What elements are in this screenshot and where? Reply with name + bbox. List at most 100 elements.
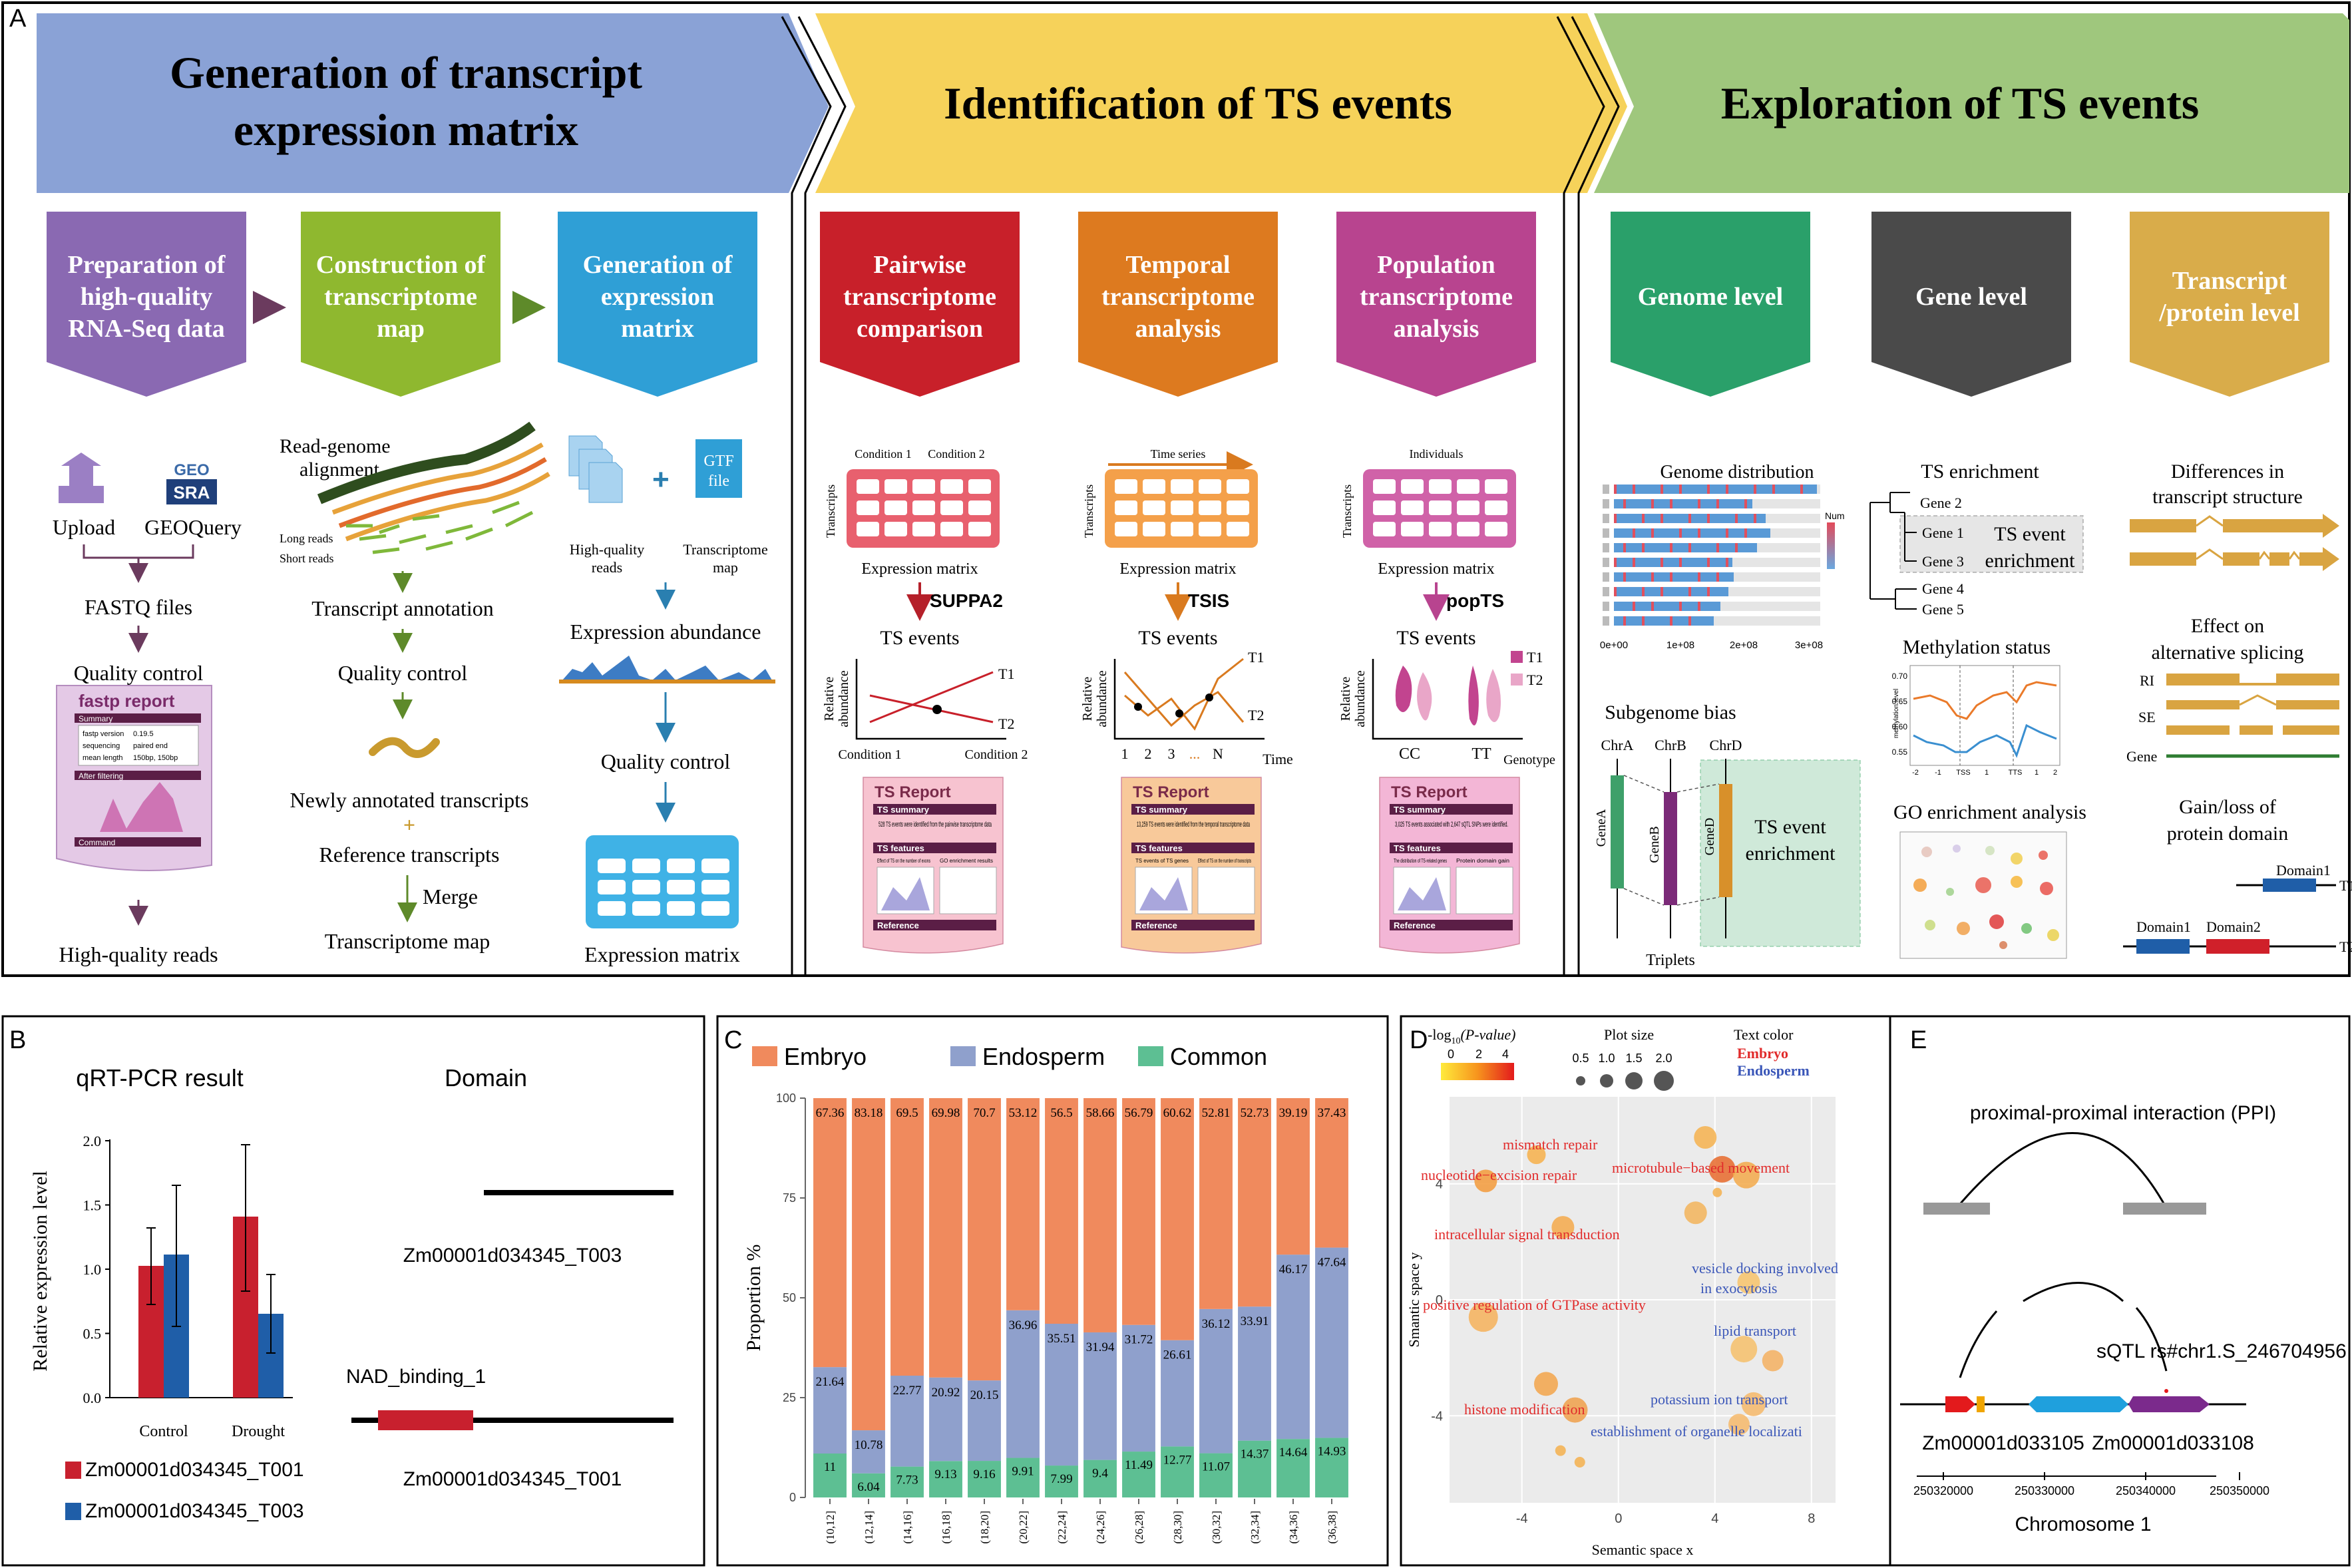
chr-hot: [1642, 616, 1645, 626]
gene-b-label: GeneB: [1647, 826, 1662, 863]
triplet-links: [1623, 775, 1720, 906]
t003-label: Zm00001d034345_T003: [403, 1245, 622, 1267]
tsis-cross: [1205, 693, 1213, 701]
step-box-5: [1078, 212, 1278, 397]
d-xtick-2: 4: [1711, 1511, 1718, 1526]
ts-matrix-cell: [1457, 500, 1479, 515]
domain-title: Domain: [445, 1064, 527, 1091]
bar-common-10: [1199, 1453, 1233, 1497]
report-features-1: TS features: [877, 843, 924, 853]
legend-t001: Zm00001d034345_T001: [85, 1459, 304, 1481]
col1: Upload GEO SRA GEOQuery FASTQ files Qual…: [53, 453, 242, 966]
pval-sub: 10: [1451, 1036, 1460, 1046]
chr-hot: [1651, 572, 1654, 582]
bar-common-11: [1238, 1440, 1271, 1497]
ts1-t1: T1: [998, 666, 1014, 682]
bar-common-13: [1315, 1438, 1348, 1497]
ts-matrix-cell: [968, 479, 991, 494]
chr-hot: [1707, 485, 1710, 494]
chr-index: [1603, 587, 1609, 596]
size-3: 2.0: [1655, 1052, 1672, 1065]
report-ref-bar-1: [873, 920, 996, 930]
enrich-line2: enrichment: [1746, 843, 1836, 865]
bar-embryo-13: [1315, 1098, 1348, 1248]
c-ytick-100: 100: [776, 1091, 796, 1105]
expression-matrix-icon: [586, 835, 739, 928]
c-xtick-5: (20,22]: [1017, 1511, 1030, 1544]
ts-matrix-cell: [884, 500, 907, 515]
coord-tick-4: 250350000: [2210, 1484, 2269, 1497]
meth-ytick-3: 0.60: [1892, 722, 1908, 731]
time-tick-3: 3: [1168, 745, 1175, 762]
sra-logo: [166, 479, 217, 504]
coord-tick-2: 250330000: [2015, 1484, 2074, 1497]
qrt-x-control: Control: [139, 1423, 188, 1440]
t2-line: [869, 694, 994, 723]
meth-ytick-2: 0.65: [1892, 697, 1908, 706]
ts-axes-1: [855, 659, 1006, 740]
meth-ytick-4: 0.55: [1892, 747, 1908, 757]
sqtl-label: sQTL rs#chr1.S_246704956: [2096, 1340, 2347, 1362]
gene-box-line2: enrichment: [1985, 550, 2076, 572]
d-xtick-0: -4: [1516, 1511, 1528, 1526]
gene-4-label: Gene 4: [1922, 580, 1964, 597]
legend-endosperm: Endosperm: [982, 1043, 1105, 1070]
cond-a: Condition 1: [838, 747, 901, 762]
separator-1: [781, 16, 832, 976]
label-embryo-4: 70.7: [973, 1106, 995, 1120]
go-bubble: [1921, 847, 1932, 857]
tool-3: popTS: [1446, 590, 1504, 611]
gene1-label: Zm00001d033105: [1922, 1432, 2084, 1454]
bar-embryo-6: [1045, 1098, 1078, 1324]
gene-enrich-box: [1899, 515, 2084, 573]
legend-swatch-t003: [65, 1503, 81, 1520]
chr-hot: [1614, 587, 1617, 596]
go-term-6: in exocytosis: [1700, 1280, 1778, 1296]
go-term-11: establishment of organelle localizati: [1591, 1423, 1802, 1440]
chr-bar: [1614, 558, 1732, 567]
chr-hot: [1633, 602, 1635, 611]
fastp-val-1: 0.19.5: [133, 730, 154, 738]
ts-matrix-cell: [1171, 500, 1193, 515]
ts-matrix-cell: [912, 522, 935, 536]
chr-hot: [1679, 602, 1682, 611]
go-bubble: [2011, 876, 2023, 888]
label-common-1: 6.04: [857, 1480, 880, 1494]
chr-hot: [1716, 499, 1719, 508]
c-xtick-12: (34,36]: [1287, 1511, 1300, 1544]
d-bubble: [1684, 1201, 1707, 1225]
gtf-file-icon: [695, 439, 742, 498]
label-endosperm-1: 10.78: [855, 1438, 883, 1452]
bar-common-7: [1083, 1460, 1117, 1497]
ts-matrix-cell: [1115, 500, 1137, 515]
hq-line2: reads: [592, 559, 622, 576]
chr-hot: [1642, 543, 1645, 552]
ts-matrix-cell: [1485, 479, 1507, 494]
violin-cc-t2: [1417, 672, 1432, 721]
go-bubble: [1957, 922, 1970, 935]
fastp-val-3: 150bp, 150bp: [133, 754, 178, 762]
step-1-line-2: high-quality: [81, 283, 213, 311]
label-common-0: 11: [824, 1460, 836, 1474]
c3-matrix-cell: [598, 901, 626, 916]
ts-matrix-cell: [940, 500, 963, 515]
ts-matrix-cell: [1199, 522, 1221, 536]
bar-endosperm-1: [852, 1430, 885, 1473]
go-title: GO enrichment analysis: [1893, 801, 2086, 823]
bar-endosperm-0: [813, 1367, 847, 1454]
ts2-t2: T2: [1248, 707, 1264, 723]
d-bubble: [1708, 1155, 1736, 1183]
hq-line1: High-quality: [570, 541, 644, 558]
events-label-2: TS events: [1138, 627, 1217, 649]
abund-label: Expression abundance: [570, 620, 761, 644]
chr-index: [1603, 543, 1609, 552]
fastp-val-2: paired end: [133, 742, 168, 750]
transcript-structures: [2130, 514, 2339, 571]
feat-a-1: Effect of TS on the number of exons: [877, 858, 930, 864]
go-term-8: lipid transport: [1714, 1322, 1796, 1339]
label-embryo-8: 56.79: [1125, 1106, 1153, 1120]
ppi-arc: [1955, 1132, 2168, 1209]
go-bubble: [1985, 846, 1995, 855]
chr-hot: [1698, 528, 1700, 538]
chr-hot: [1623, 499, 1626, 508]
